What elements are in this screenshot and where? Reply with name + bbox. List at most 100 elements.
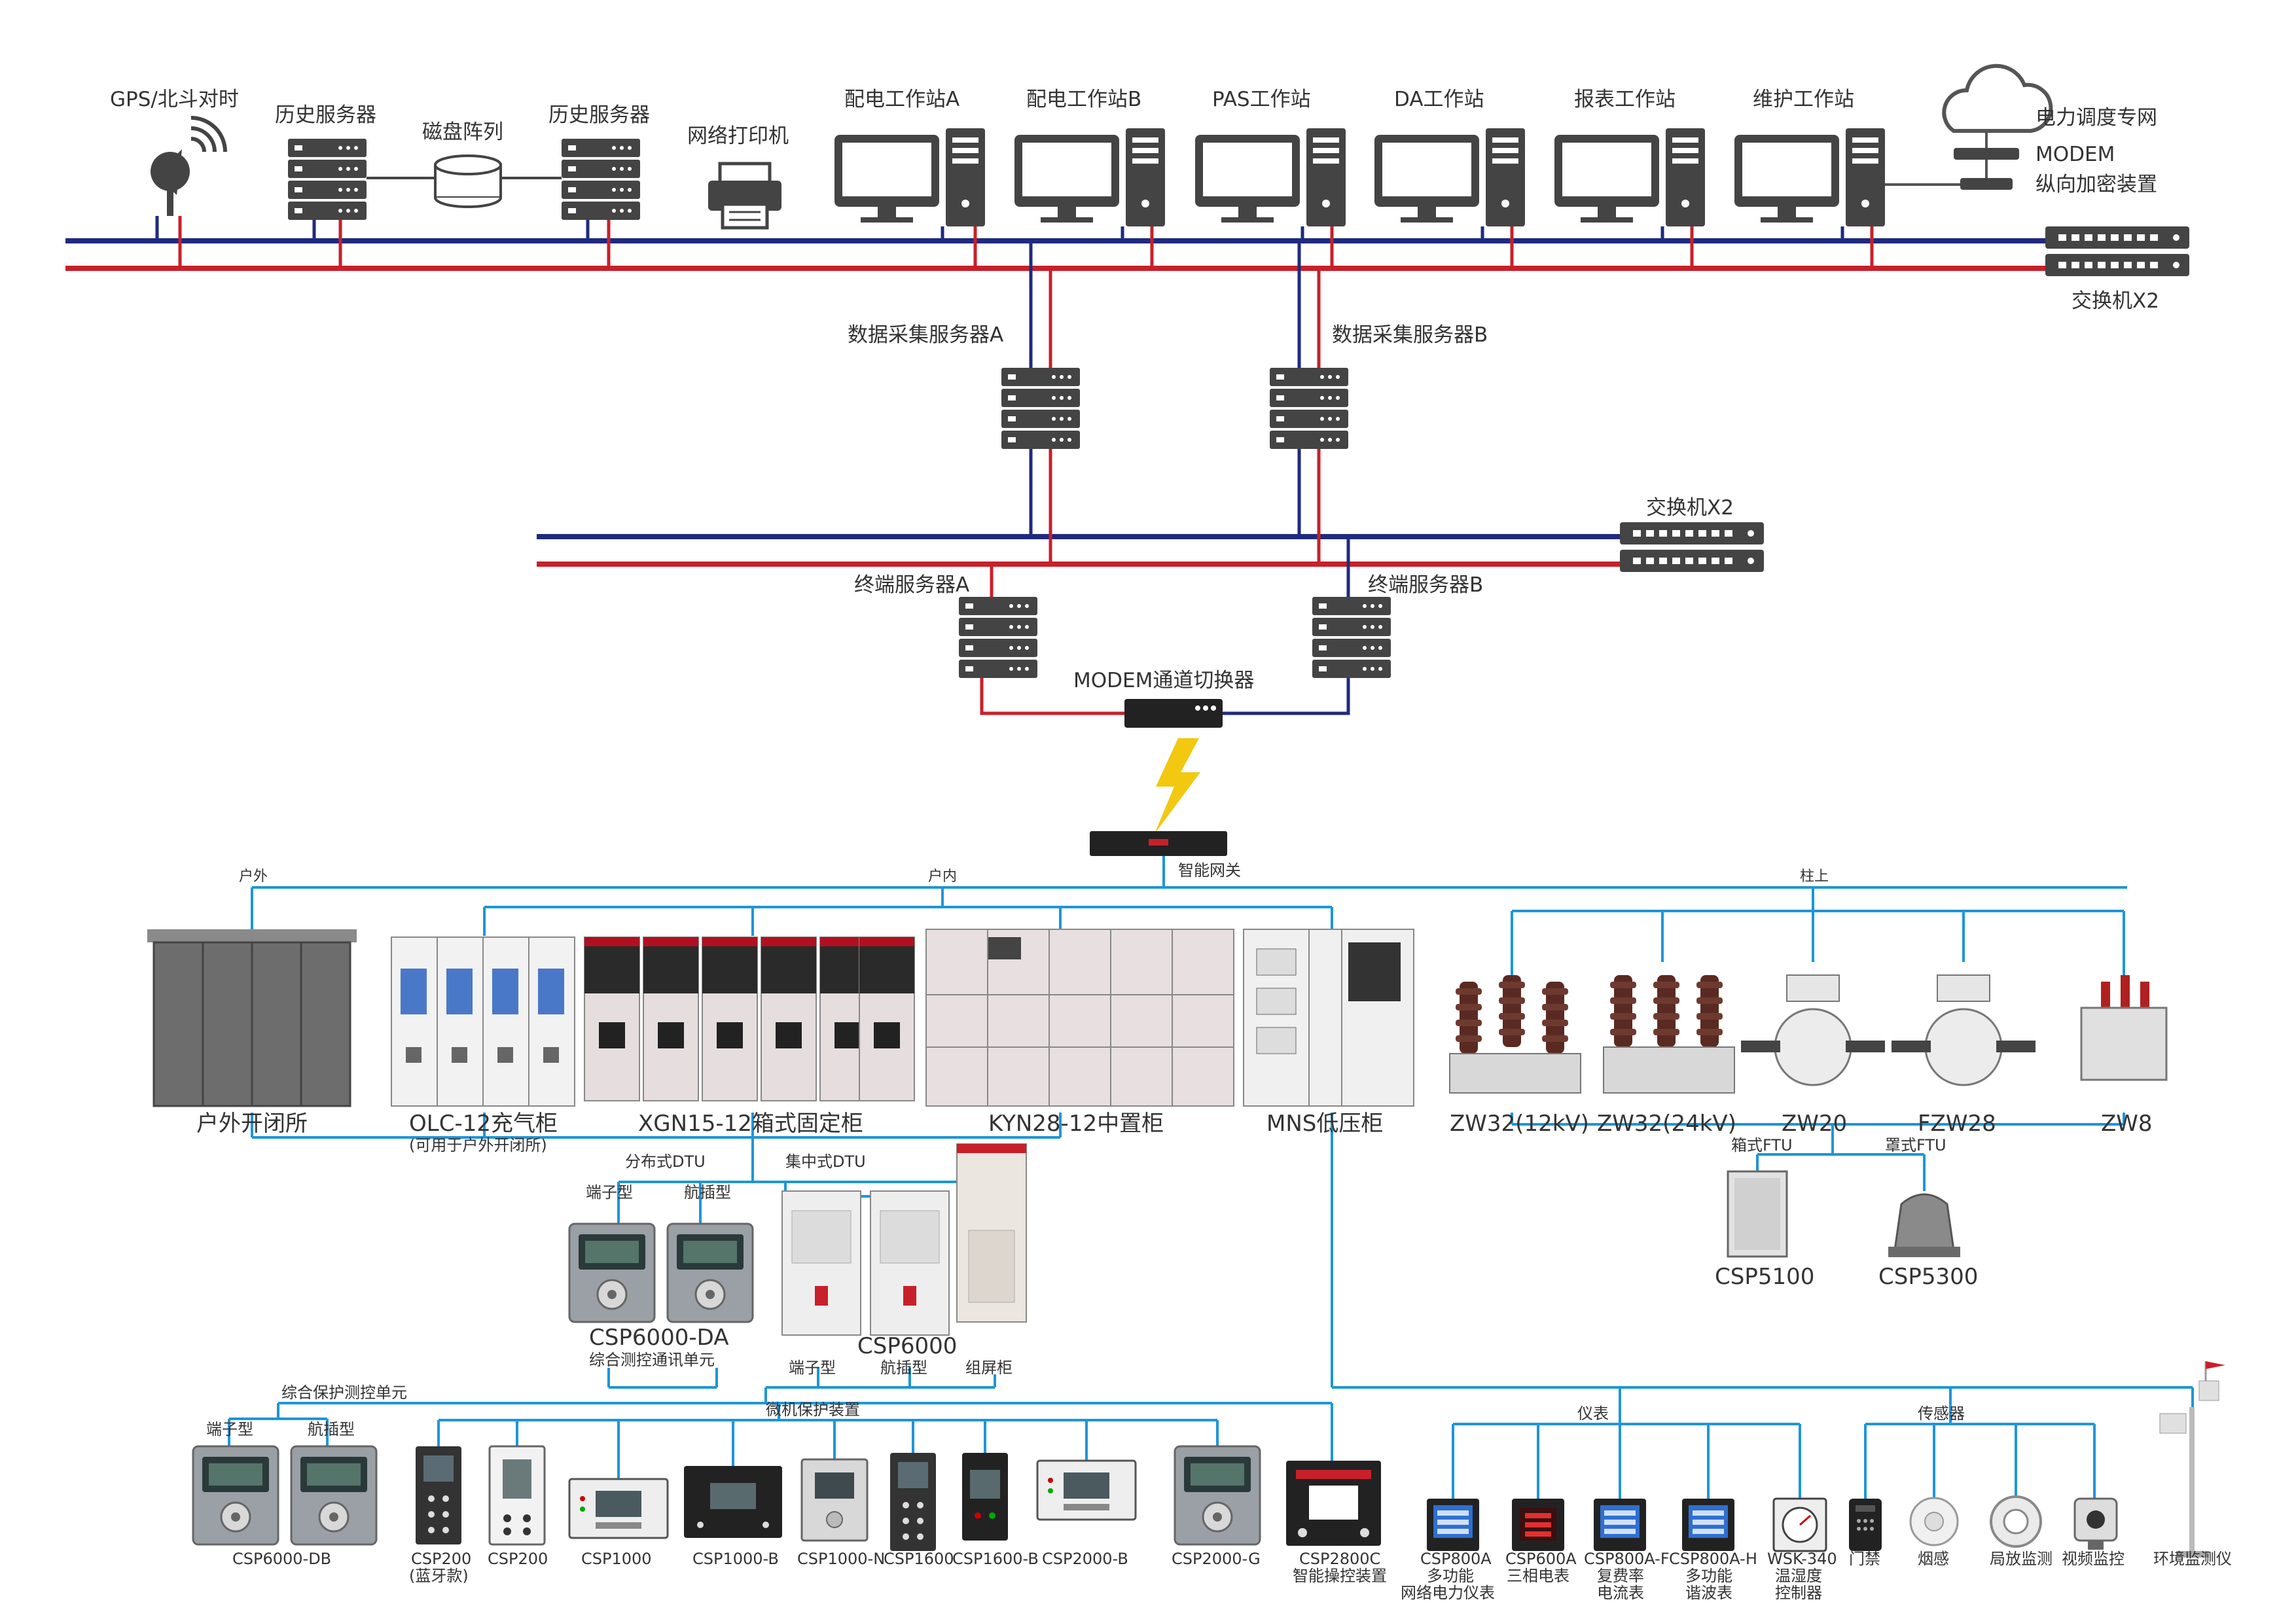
workstation-pas-icon	[1195, 128, 1346, 226]
fzw28-icon	[1892, 974, 2036, 1086]
dtu-plug-label: 航插型	[684, 1183, 731, 1202]
switch-zw32-12-label: ZW32(12kV)	[1450, 1111, 1589, 1137]
device-csp200bt-sub: (蓝牙款)	[409, 1567, 469, 1585]
ftu-box-label: 箱式FTU	[1731, 1136, 1793, 1154]
device-csp1600b-label: CSP1600-B	[952, 1550, 1039, 1568]
csp1600-icon	[890, 1453, 936, 1551]
zw8-icon	[2080, 975, 2168, 1081]
csp6000da-label: CSP6000-DA	[589, 1325, 728, 1351]
csp6000-plug-icon	[870, 1190, 950, 1336]
switch-zw20-label: ZW20	[1782, 1111, 1847, 1137]
switch-zw32-24-label: ZW32(24kV)	[1597, 1111, 1736, 1137]
sensor-group-label: 传感器	[1918, 1404, 1965, 1423]
bus-outdoor-label: 户外	[239, 868, 268, 885]
workstation-b-label: 配电工作站B	[1026, 88, 1141, 111]
device-video-label: 视频监控	[2062, 1550, 2125, 1568]
device-csp2000b-label: CSP2000-B	[1042, 1550, 1128, 1568]
olc12-cabinet-icon	[391, 936, 575, 1107]
printer-icon	[708, 162, 781, 230]
wsk340-icon	[1772, 1497, 1827, 1552]
device-csp1000n-label: CSP1000-N	[797, 1550, 885, 1568]
screen-cabinet-icon	[956, 1143, 1027, 1323]
dtu-centralized-label: 集中式DTU	[785, 1152, 866, 1171]
switch-top-label: 交换机X2	[2072, 289, 2159, 313]
cabinet-outdoor-label: 户外开闭所	[196, 1111, 308, 1137]
term-server-b-label: 终端服务器B	[1368, 573, 1483, 597]
history-server-2-icon	[562, 139, 640, 220]
workstation-b-icon	[1014, 128, 1165, 226]
history-server-1-icon	[288, 139, 367, 220]
device-csp2800c-label: CSP2800C	[1299, 1550, 1380, 1568]
device-csp800af-sub: 复费率	[1597, 1567, 1644, 1585]
csp6000db-plug-icon	[290, 1445, 378, 1546]
device-wsk340-sub2: 控制器	[1775, 1584, 1822, 1602]
device-csp800a-sub2: 网络电力仪表	[1401, 1584, 1495, 1602]
device-csp800ah-label: CSP800A-H	[1669, 1550, 1757, 1568]
cabinet-olc12-label: OLC-12充气柜	[409, 1111, 558, 1137]
device-csp2000g-label: CSP2000-G	[1172, 1550, 1261, 1568]
workstation-da-label: DA工作站	[1394, 88, 1484, 111]
csp200-icon	[488, 1445, 546, 1546]
dc-server-b-icon	[1270, 368, 1348, 449]
workstation-a-label: 配电工作站A	[844, 88, 960, 111]
csp800ah-icon	[1682, 1499, 1734, 1551]
csp2000g-icon	[1174, 1445, 1261, 1546]
device-csp2800c-sub: 智能操控装置	[1293, 1567, 1387, 1585]
bus-pole-label: 柱上	[1800, 868, 1829, 885]
partial-discharge-icon	[1990, 1495, 2042, 1548]
workstation-maint-label: 维护工作站	[1753, 88, 1854, 111]
dtu-distributed-label: 分布式DTU	[625, 1152, 706, 1171]
mns-cabinet-icon	[1243, 929, 1414, 1107]
dispatch-net-label: 电力调度专网	[2036, 106, 2157, 130]
dc-server-a-icon	[1001, 368, 1080, 449]
device-env-label: 环境监测仪	[2153, 1550, 2232, 1568]
xgn15-cabinet-icon	[584, 936, 915, 1101]
workstation-a-icon	[834, 128, 985, 226]
crypto-label: 纵向加密装置	[2036, 173, 2157, 196]
lightning-icon	[1155, 738, 1200, 834]
csp1600b-icon	[962, 1453, 1008, 1541]
csp1000n-icon	[800, 1458, 869, 1542]
disk-array-icon	[434, 154, 502, 208]
term-server-b-icon	[1312, 597, 1391, 678]
zw32-24kv-icon	[1603, 975, 1735, 1094]
screen-cabinet-label: 组屏柜	[965, 1359, 1013, 1377]
switch-zw8-label: ZW8	[2101, 1111, 2153, 1137]
device-csp800ah-sub: 多功能	[1685, 1567, 1732, 1585]
crypto-device-icon	[1960, 178, 2013, 190]
csp1000-icon	[568, 1478, 669, 1539]
dc-server-b-label: 数据采集服务器B	[1332, 323, 1488, 347]
device-pd-label: 局放监测	[1990, 1550, 2053, 1568]
access-control-icon	[1849, 1499, 1882, 1551]
integrated-unit-label: 综合保护测控单元	[281, 1383, 407, 1402]
bottom-plug-label: 航插型	[308, 1420, 355, 1438]
history-server-2-label: 历史服务器	[548, 103, 650, 127]
bottom-terminal-label: 端子型	[206, 1420, 253, 1438]
csp6000db-terminal-icon	[192, 1445, 279, 1546]
gps-label: GPS/北斗对时	[110, 88, 239, 111]
modem-label: MODEM	[2036, 143, 2115, 166]
meter-group-label: 仪表	[1577, 1404, 1609, 1423]
csp5100-label: CSP5100	[1715, 1264, 1814, 1290]
csp5100-icon	[1727, 1170, 1788, 1258]
smoke-detector-icon	[1909, 1497, 1959, 1546]
device-csp800af-label: CSP800A-F	[1584, 1550, 1670, 1568]
cabinet-olc12-sub: (可用于户外开闭所)	[409, 1136, 547, 1154]
csp6000da-desc: 综合测控通讯单元	[589, 1351, 715, 1369]
dtu-terminal-label: 端子型	[586, 1183, 633, 1202]
device-csp600a-sub: 三相电表	[1507, 1567, 1570, 1585]
environment-monitor-icon	[2159, 1361, 2225, 1558]
device-csp800af-sub2: 电流表	[1597, 1584, 1644, 1602]
device-csp6000db-label: CSP6000-DB	[232, 1550, 331, 1568]
csp2800c-icon	[1286, 1461, 1381, 1546]
zw20-icon	[1741, 974, 1885, 1086]
dtu-plug-2-label: 航插型	[880, 1359, 927, 1377]
device-smoke-label: 烟感	[1918, 1550, 1949, 1568]
bus-indoor-label: 户内	[928, 868, 957, 885]
workstation-pas-label: PAS工作站	[1212, 88, 1311, 111]
video-camera-icon	[2073, 1497, 2118, 1550]
csp5300-icon	[1888, 1193, 1960, 1257]
csp600a-icon	[1512, 1499, 1564, 1551]
cabinet-mns-label: MNS低压柜	[1266, 1111, 1383, 1137]
